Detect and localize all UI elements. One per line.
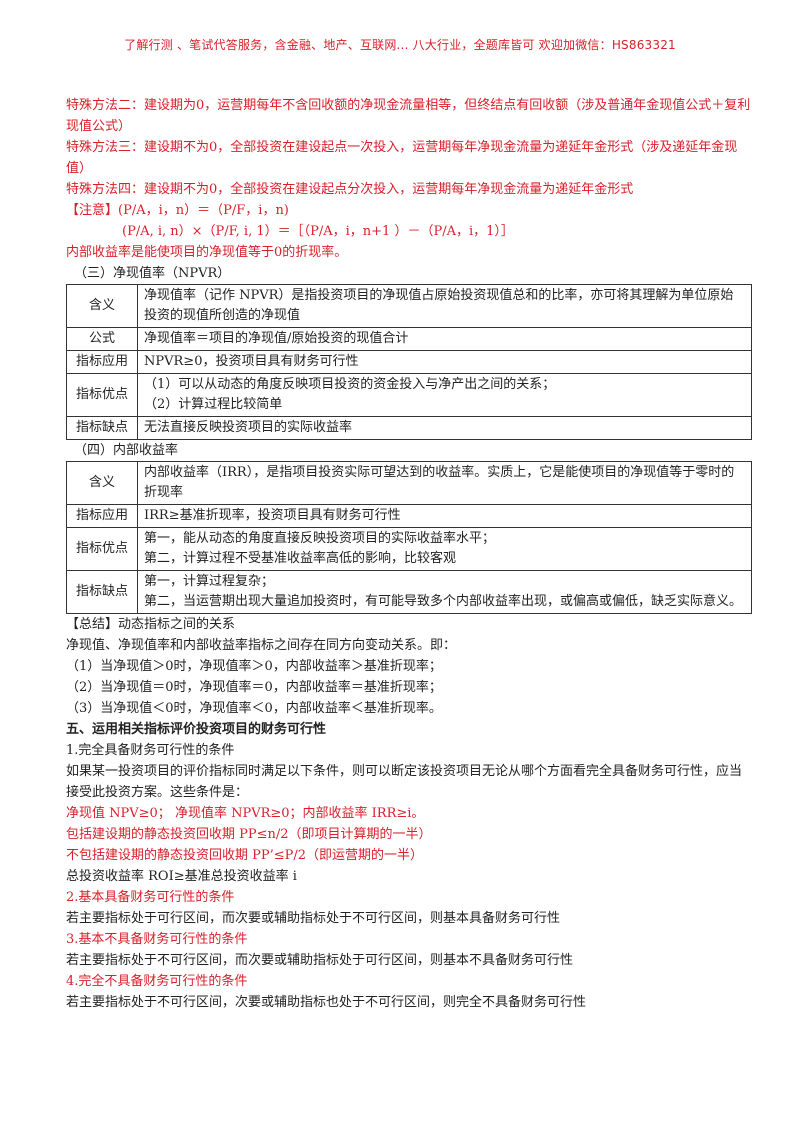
irr-heading: （四）内部收益率 (74, 443, 179, 458)
row-line: 第二，计算过程不受基准收益率高低的影响，比较客观 (144, 551, 457, 566)
condition-1-item: 包括建设期的静态投资回收期 PP≤n/2（即项目计算期的一半） (66, 827, 432, 842)
summary-item: （2）当净现值＝0时，净现值率＝0，内部收益率＝基准折现率； (66, 680, 442, 695)
row-text: IRR≥基准折现率，投资项目具有财务可行性 (137, 504, 752, 528)
condition-1-item: 不包括建设期的静态投资回收期 PP’≤P/2（即运营期的一半） (66, 848, 424, 863)
condition-1-last: 总投资收益率 ROI≥基准总投资收益率 i (66, 869, 297, 884)
table-row: 指标缺点 无法直接反映投资项目的实际收益率 (66, 416, 752, 440)
row-label: 含义 (66, 284, 138, 328)
condition-1-intro: 如果某一投资项目的评价指标同时满足以下条件，则可以断定该投资项目无论从哪个方面看… (66, 764, 743, 800)
row-text: （1）可以从动态的角度反映项目投资的资金投入与净产出之间的关系； （2）计算过程… (137, 373, 752, 417)
table-row: 指标优点 第一，能从动态的角度直接反映投资项目的实际收益率水平； 第二，计算过程… (66, 527, 752, 571)
document-body: 特殊方法二：建设期为0，运营期每年不含回收额的净现金流量相等，但终结点有回收额（… (66, 95, 754, 1013)
row-line: 第二，当运营期出现大量追加投资时，有可能导致多个内部收益率出现，或偏高或偏低，缺… (144, 594, 743, 609)
row-label: 指标应用 (66, 350, 138, 374)
table-row: 公式 净现值率＝项目的净现值/原始投资的现值合计 (66, 327, 752, 351)
row-label: 公式 (66, 327, 138, 351)
npvr-heading: （三）净现值率（NPVR） (74, 266, 231, 281)
note-prefix: 【注意】 (66, 203, 119, 218)
row-label: 指标优点 (66, 527, 138, 571)
row-label: 指标应用 (66, 504, 138, 528)
row-text: 无法直接反映投资项目的实际收益率 (137, 416, 752, 440)
row-text: NPVR≥0，投资项目具有财务可行性 (137, 350, 752, 374)
row-label: 指标缺点 (66, 416, 138, 440)
row-line: （1）可以从动态的角度反映项目投资的资金投入与净产出之间的关系； (144, 377, 556, 392)
irr-definition: 内部收益率是能使项目的净现值等于0的折现率。 (66, 245, 348, 260)
condition-4-text: 若主要指标处于不可行区间，次要或辅助指标也处于不可行区间，则完全不具备财务可行性 (66, 995, 587, 1010)
summary-title: 【总结】动态指标之间的关系 (66, 617, 236, 632)
npvr-table: 含义 净现值率（记作 NPVR）是指投资项目的净现值占原始投资现值总和的比率，亦… (66, 284, 752, 440)
special-method-2: 特殊方法二：建设期为0，运营期每年不含回收额的净现金流量相等，但终结点有回收额（… (66, 98, 751, 134)
row-line: （2）计算过程比较简单 (144, 397, 283, 412)
table-row: 含义 内部收益率（IRR），是指项目投资实际可望达到的收益率。实质上，它是能使项… (66, 461, 752, 505)
header-banner: 了解行测 、笔试代答服务，含金融、地产、互联网... 八大行业，全题库皆可 欢迎… (124, 38, 676, 52)
row-text: 第一，计算过程复杂； 第二，当运营期出现大量追加投资时，有可能导致多个内部收益率… (137, 570, 752, 614)
condition-2-text: 若主要指标处于可行区间，而次要或辅助指标处于不可行区间，则基本具备财务可行性 (66, 911, 561, 926)
formula-1: (P/A，i，n）＝（P/F，i，n) (118, 203, 289, 218)
table-row: 指标缺点 第一，计算过程复杂； 第二，当运营期出现大量追加投资时，有可能导致多个… (66, 570, 752, 614)
row-text: 净现值率（记作 NPVR）是指投资项目的净现值占原始投资现值总和的比率，亦可将其… (137, 284, 752, 328)
section-5-title: 五、运用相关指标评价投资项目的财务可行性 (66, 722, 327, 737)
special-method-4: 特殊方法四：建设期不为0，全部投资在建设起点分次投入，运营期每年净现金流量为递延… (66, 182, 634, 197)
row-label: 指标缺点 (66, 570, 138, 614)
condition-3-title: 3.基本不具备财务可行性的条件 (66, 932, 248, 947)
row-label: 含义 (66, 461, 138, 505)
note-formula-2: (P/A, i, n）×（P/F, i, 1）＝［（P/A，i，n+1 ）－（P… (122, 224, 514, 239)
condition-3-text: 若主要指标处于不可行区间，而次要或辅助指标处于可行区间，则基本不具备财务可行性 (66, 953, 574, 968)
condition-1-title: 1.完全具备财务可行性的条件 (66, 743, 235, 758)
table-row: 指标应用 IRR≥基准折现率，投资项目具有财务可行性 (66, 504, 752, 528)
row-line: 第一，计算过程复杂； (144, 574, 275, 589)
condition-2-title: 2.基本具备财务可行性的条件 (66, 890, 235, 905)
irr-table: 含义 内部收益率（IRR），是指项目投资实际可望达到的收益率。实质上，它是能使项… (66, 461, 752, 614)
summary-item: （3）当净现值＜0时，净现值率＜0，内部收益率＜基准折现率。 (66, 701, 442, 716)
row-text: 第一，能从动态的角度直接反映投资项目的实际收益率水平； 第二，计算过程不受基准收… (137, 527, 752, 571)
summary-intro: 净现值、净现值率和内部收益率指标之间存在同方向变动关系。即： (66, 638, 457, 653)
row-text: 净现值率＝项目的净现值/原始投资的现值合计 (137, 327, 752, 351)
row-line: 第一，能从动态的角度直接反映投资项目的实际收益率水平； (144, 531, 496, 546)
summary-item: （1）当净现值＞0时，净现值率＞0，内部收益率＞基准折现率； (66, 659, 442, 674)
special-method-3: 特殊方法三：建设期不为0，全部投资在建设起点一次投入，运营期每年净现金流量为递延… (66, 140, 738, 176)
note-formula-1: 【注意】(P/A，i，n）＝（P/F，i，n) (66, 200, 754, 221)
table-row: 指标应用 NPVR≥0，投资项目具有财务可行性 (66, 350, 752, 374)
table-row: 指标优点 （1）可以从动态的角度反映项目投资的资金投入与净产出之间的关系； （2… (66, 373, 752, 417)
row-text: 内部收益率（IRR），是指项目投资实际可望达到的收益率。实质上，它是能使项目的净… (137, 461, 752, 505)
row-label: 指标优点 (66, 373, 138, 417)
table-row: 含义 净现值率（记作 NPVR）是指投资项目的净现值占原始投资现值总和的比率，亦… (66, 284, 752, 328)
condition-1-item: 净现值 NPV≥0； 净现值率 NPVR≥0；内部收益率 IRR≥i。 (66, 806, 425, 821)
condition-4-title: 4.完全不具备财务可行性的条件 (66, 974, 248, 989)
